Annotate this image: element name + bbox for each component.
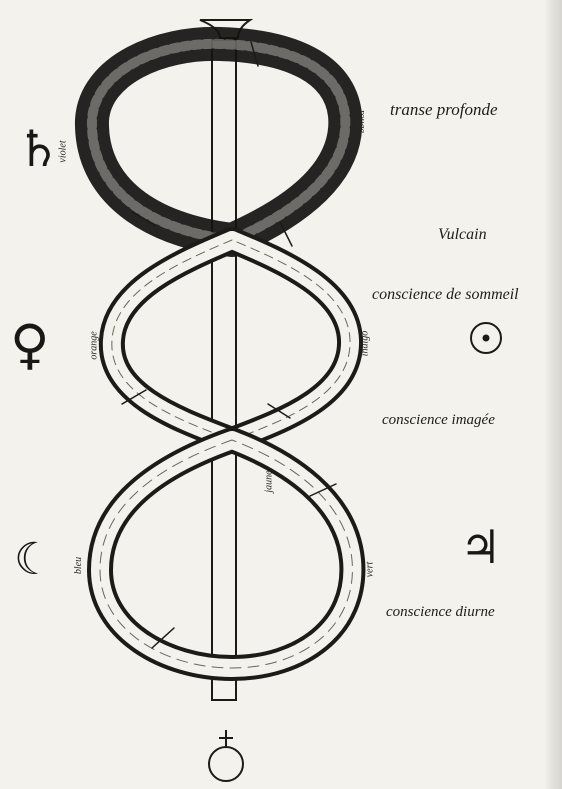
strand-label-vert: vert: [364, 562, 375, 578]
saturn-icon: ♄: [16, 124, 61, 174]
band-tick-marks: [122, 42, 336, 648]
label-conscience-imagee: conscience imagée: [382, 412, 495, 429]
strand-label-rouge: rouge: [356, 110, 367, 133]
mercury-sign: [209, 730, 243, 781]
upper-loop-shading: [92, 44, 345, 240]
moon-icon: ☾: [14, 538, 53, 582]
serpent-band: [92, 42, 352, 668]
central-staff: [200, 20, 250, 700]
label-conscience-diurne: conscience diurne: [386, 604, 495, 621]
jupiter-icon: ♃: [460, 524, 501, 570]
venus-icon: ♀: [10, 318, 50, 372]
sun-sign: [471, 323, 501, 353]
strand-label-orange: orange: [89, 331, 100, 359]
label-transe-profonde: transe profonde: [390, 100, 498, 120]
strand-label-violet: violet: [58, 140, 69, 162]
strand-label-bleu: bleu: [73, 557, 84, 574]
label-conscience-de-sommeil: conscience de sommeil: [372, 286, 519, 304]
label-vulcain: Vulcain: [438, 226, 487, 244]
strand-label-jaune: jaune: [264, 470, 275, 492]
strand-label-indigo: indigo: [359, 331, 370, 357]
